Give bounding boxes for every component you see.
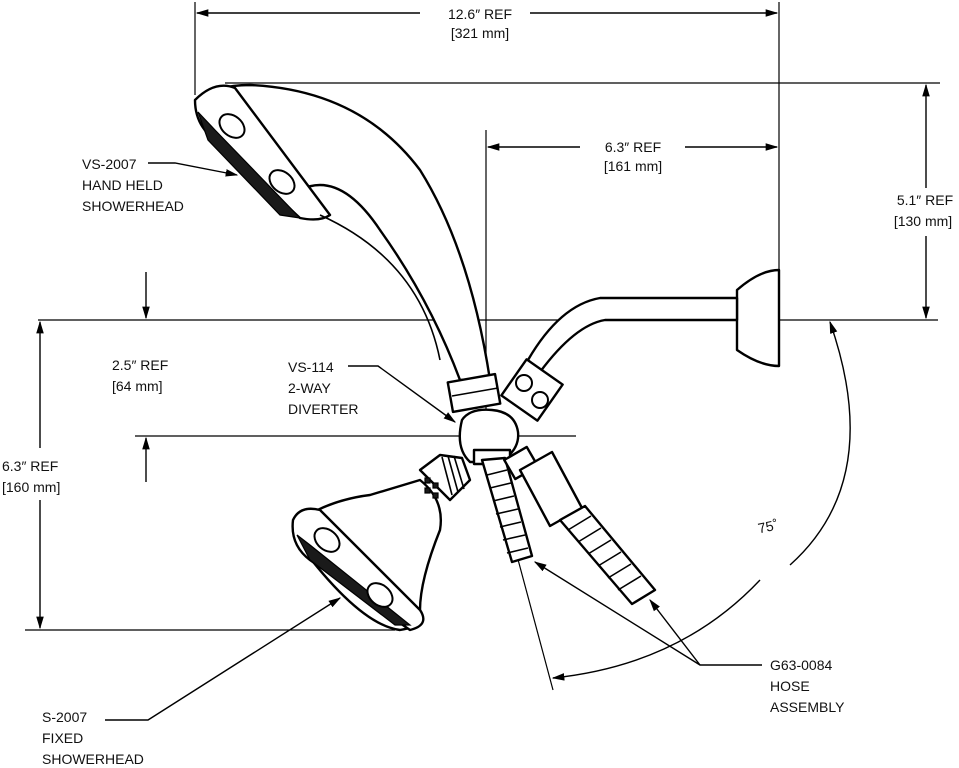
handheld-showerhead (193, 83, 502, 414)
overall-width-value: 12.6″ REF (448, 6, 512, 22)
diverter-line1: 2-WAY (288, 380, 331, 396)
fixed-line1: FIXED (42, 730, 83, 746)
dim-overall-width: 12.6″ REF [321 mm] (448, 6, 512, 41)
leader-lines (105, 162, 762, 721)
label-handheld: VS-2007 HAND HELD SHOWERHEAD (82, 156, 184, 214)
dim-arm-reach: 6.3″ REF [161 mm] (604, 139, 662, 174)
diverter-part-number: VS-114 (288, 359, 334, 375)
hose-left (480, 456, 534, 564)
handheld-height-value: 5.1″ REF (897, 192, 953, 208)
label-fixed: S-2007 FIXED SHOWERHEAD (42, 709, 144, 767)
diverter-body (458, 408, 520, 466)
diverter-line2: DIVERTER (288, 401, 359, 417)
hose-right (503, 445, 657, 606)
handheld-line1: HAND HELD (82, 177, 163, 193)
hose-line1: HOSE (770, 678, 810, 694)
handheld-height-metric: [130 mm] (894, 213, 952, 229)
fixed-showerhead (291, 453, 472, 632)
overall-width-metric: [321 mm] (451, 25, 509, 41)
label-hose: G63-0084 HOSE ASSEMBLY (770, 657, 845, 715)
handheld-part-number: VS-2007 (82, 156, 137, 172)
fixed-thread (441, 455, 465, 496)
hose-part-number: G63-0084 (770, 657, 832, 673)
dim-handheld-height: 5.1″ REF [130 mm] (894, 192, 953, 229)
angle-label: 75˚ (756, 516, 779, 536)
fixed-height-metric: [160 mm] (2, 479, 60, 495)
dimension-lines (25, 2, 940, 691)
arm-reach-metric: [161 mm] (604, 158, 662, 174)
diverter-drop-metric: [64 mm] (112, 378, 163, 394)
hose-line2: ASSEMBLY (770, 699, 845, 715)
shower-arm (500, 268, 781, 422)
diverter-drop-value: 2.5″ REF (112, 357, 168, 373)
fixed-line2: SHOWERHEAD (42, 751, 144, 767)
fixed-height-value: 6.3″ REF (2, 458, 58, 474)
label-diverter: VS-114 2-WAY DIVERTER (288, 359, 359, 417)
fixed-part-number: S-2007 (42, 709, 87, 725)
arm-reach-value: 6.3″ REF (605, 139, 661, 155)
dim-fixed-height: 6.3″ REF [160 mm] (2, 458, 60, 495)
spray-selector-dots (424, 477, 439, 499)
handheld-line2: SHOWERHEAD (82, 198, 184, 214)
dim-diverter-drop: 2.5″ REF [64 mm] (112, 357, 168, 394)
